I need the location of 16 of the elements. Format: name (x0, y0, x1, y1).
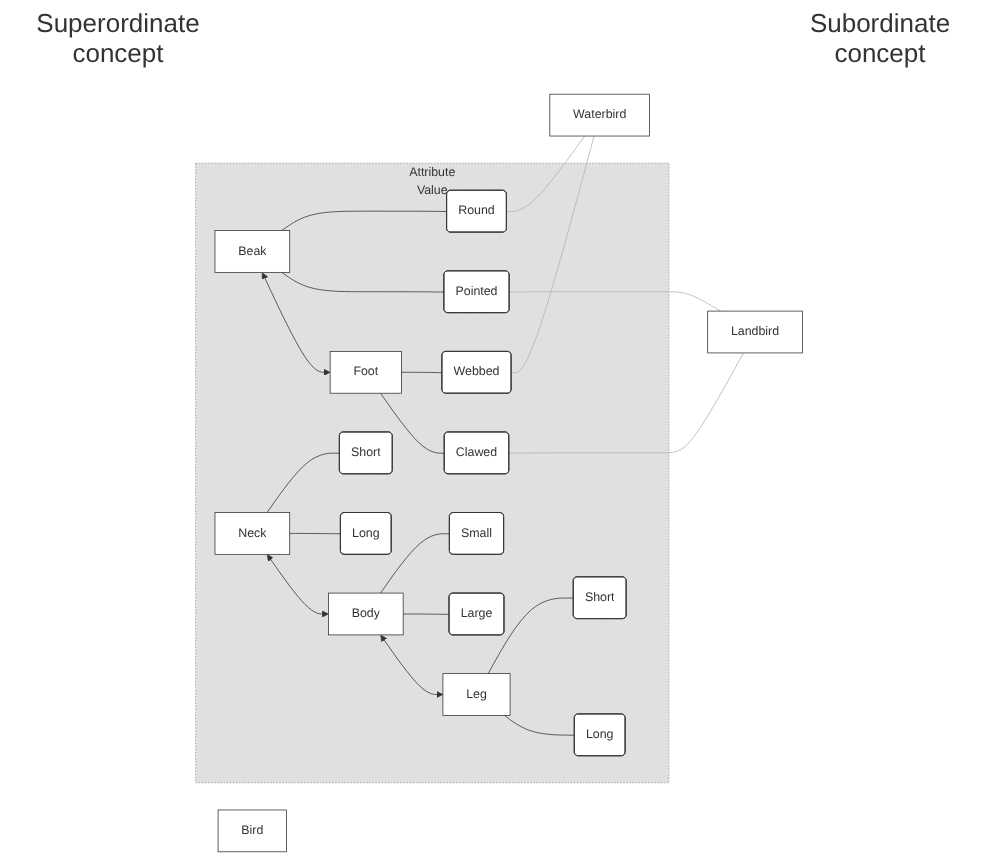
connector (266, 452, 341, 513)
connector (487, 597, 575, 674)
connector (281, 210, 448, 231)
concept-heading: Superordinate concept (34, 8, 202, 68)
connector (380, 533, 451, 594)
connector (401, 371, 443, 374)
connector (508, 352, 744, 454)
connector (506, 135, 585, 212)
connector (402, 613, 450, 615)
connector (511, 135, 595, 374)
connector (281, 272, 445, 293)
connector (380, 392, 445, 454)
connector (504, 715, 576, 736)
concept-heading: Subordinate concept (807, 8, 953, 68)
connector (509, 291, 721, 312)
connector (289, 533, 342, 535)
